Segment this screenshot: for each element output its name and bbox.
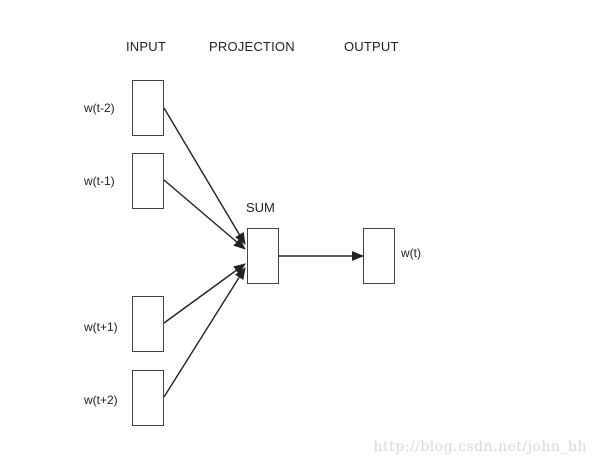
input-node-2 <box>132 153 164 209</box>
projection-header: PROJECTION <box>209 39 295 54</box>
input-node-1 <box>132 80 164 136</box>
input-label-4: w(t+2) <box>84 393 118 407</box>
projection-node <box>247 228 279 284</box>
input-label-2: w(t-1) <box>84 174 115 188</box>
input-header: INPUT <box>126 39 166 54</box>
output-label: w(t) <box>401 246 421 260</box>
input-node-3 <box>132 296 164 352</box>
output-header: OUTPUT <box>344 39 399 54</box>
watermark-text: http://blog.csdn.net/john_bh <box>373 439 587 455</box>
output-node <box>363 228 395 284</box>
arrow-input-4-to-sum <box>163 267 246 398</box>
input-node-4 <box>132 370 164 426</box>
arrow-input-3-to-sum <box>163 263 246 324</box>
arrow-input-2-to-sum <box>163 179 246 250</box>
input-label-3: w(t+1) <box>84 320 118 334</box>
projection-label: SUM <box>246 200 275 215</box>
arrow-input-1-to-sum <box>163 107 246 245</box>
input-label-1: w(t-2) <box>84 101 115 115</box>
